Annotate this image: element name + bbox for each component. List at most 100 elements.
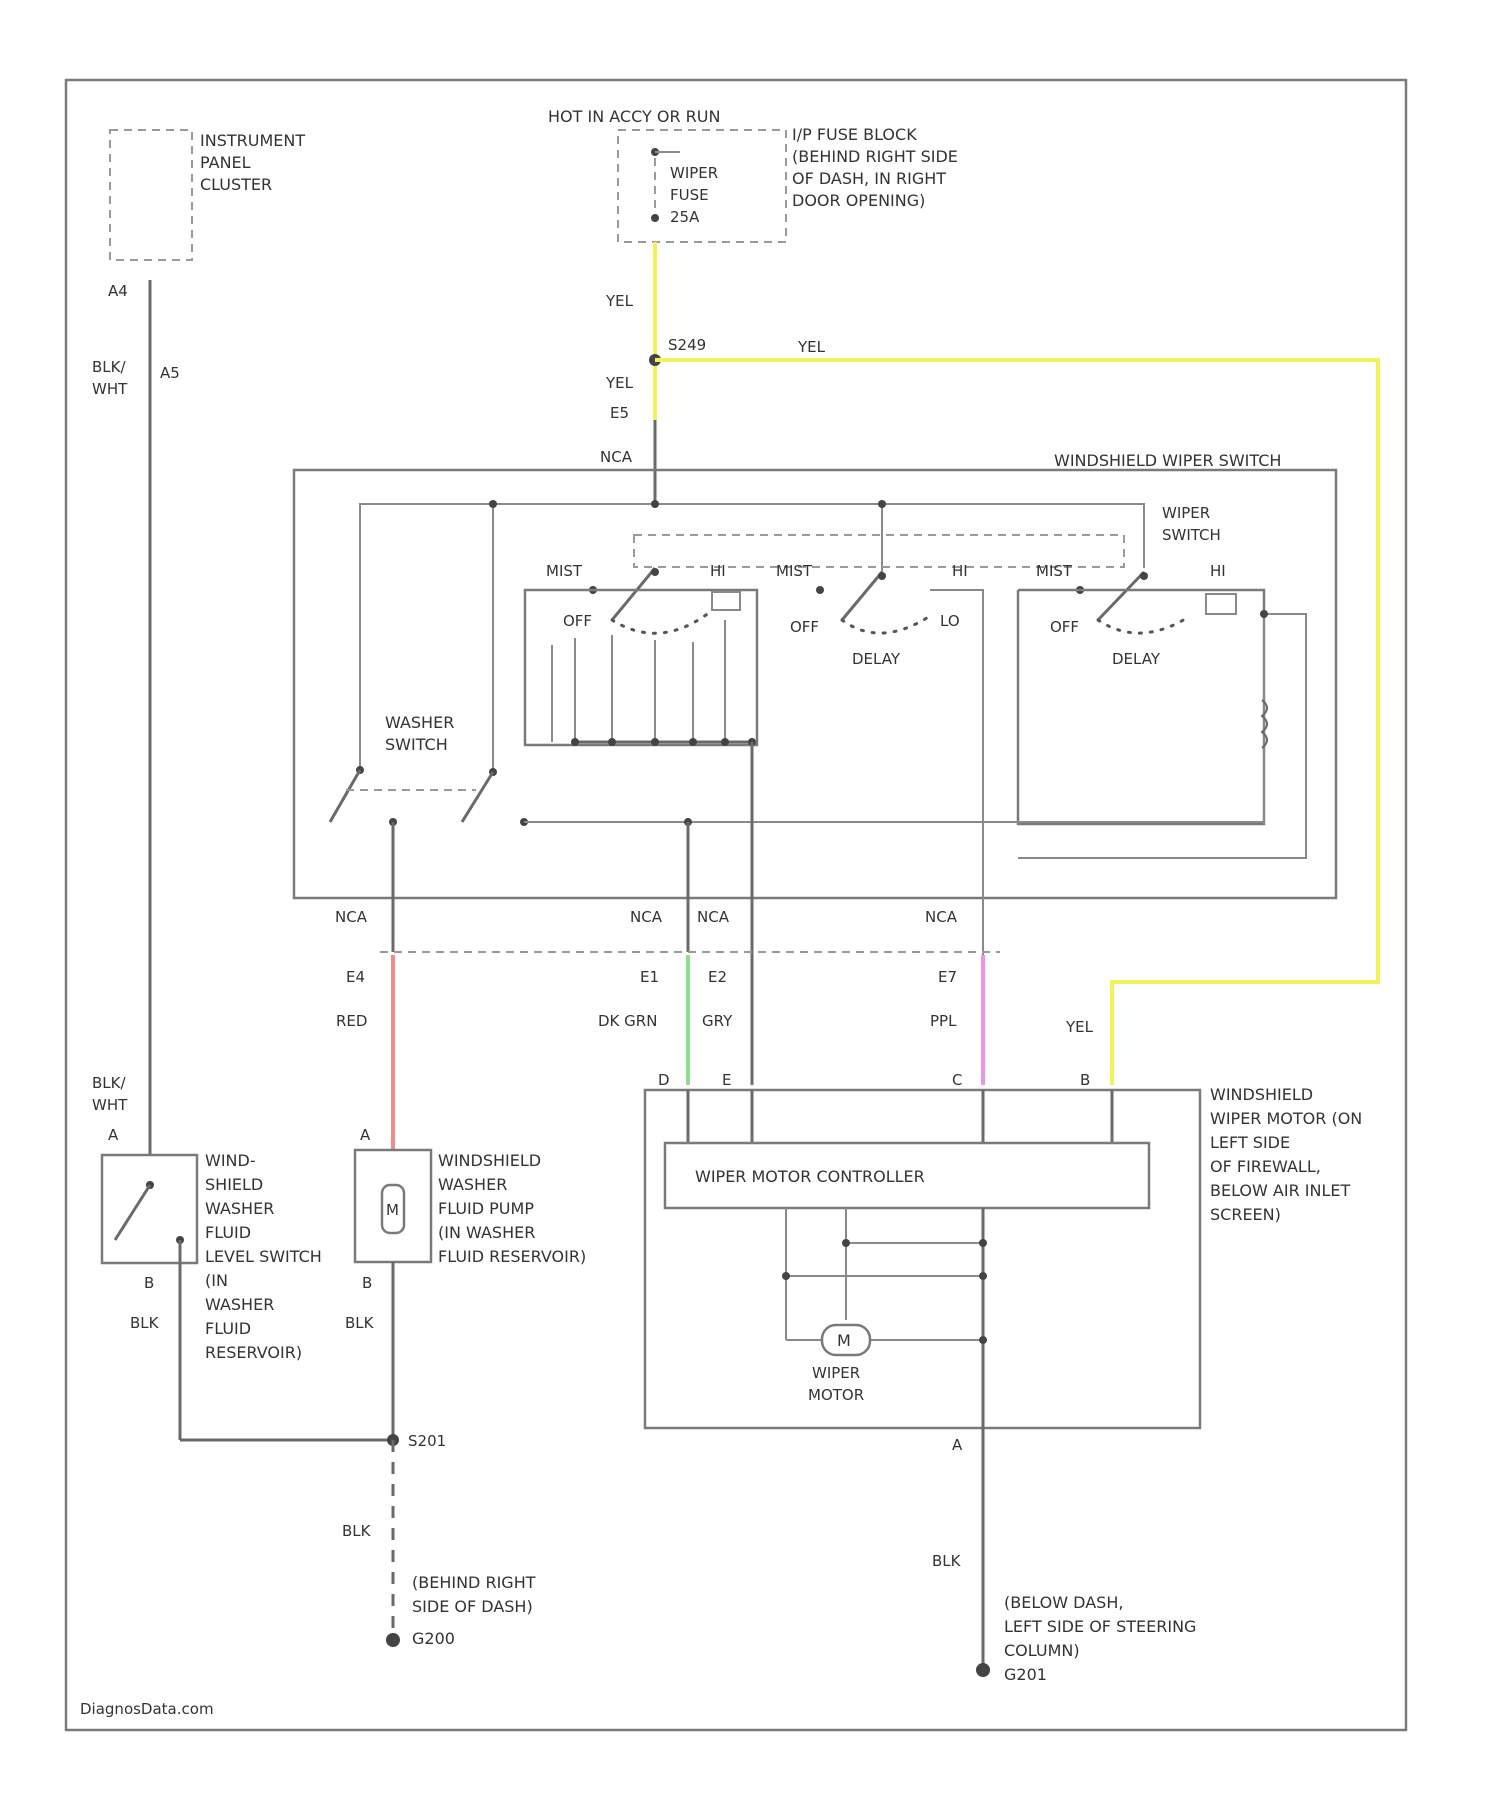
nca-label-3: NCA xyxy=(697,908,730,926)
cluster-label-3: CLUSTER xyxy=(200,175,272,194)
level-label-2: SHIELD xyxy=(205,1175,263,1194)
motor-pin-c: C xyxy=(952,1071,962,1089)
ground1-loc-2: SIDE OF DASH) xyxy=(412,1597,533,1616)
sw1-hi: HI xyxy=(710,562,726,580)
switch-bus xyxy=(360,504,1144,770)
splice-s249-label: S249 xyxy=(668,336,706,354)
fuse-label-2: FUSE xyxy=(670,186,709,204)
washer-blade-1 xyxy=(330,770,360,822)
cluster-pin: A4 xyxy=(108,282,128,300)
level-label-5: LEVEL SWITCH xyxy=(205,1247,322,1266)
sw3-mist: MIST xyxy=(1036,562,1073,580)
ground1-symbol xyxy=(386,1633,400,1647)
sw1-contacts xyxy=(612,612,710,633)
motor-pin-b: B xyxy=(1080,1071,1090,1089)
fuse-label-3: 25A xyxy=(670,208,700,226)
sw1-mist: MIST xyxy=(546,562,583,580)
cluster-wire-pin: A5 xyxy=(160,364,180,382)
pump-label-1: WINDSHIELD xyxy=(438,1151,541,1170)
sw1-resistor-box xyxy=(525,590,757,745)
ground2-loc-2: LEFT SIDE OF STEERING xyxy=(1004,1617,1196,1636)
ground2-symbol xyxy=(976,1663,990,1677)
res-node-2 xyxy=(608,738,616,746)
level-wire-2: WHT xyxy=(92,1096,128,1114)
diagram-frame xyxy=(66,80,1406,1730)
yel-label-3: YEL xyxy=(605,374,634,392)
ground2-label: G201 xyxy=(1004,1665,1047,1684)
e5-label: E5 xyxy=(610,404,629,422)
sw3-contacts xyxy=(1098,616,1190,633)
sw2-mist: MIST xyxy=(776,562,813,580)
sw1-pivot xyxy=(651,568,659,576)
motor-pin-e: E xyxy=(722,1071,731,1089)
pin-e4: E4 xyxy=(346,968,365,986)
pump-label-2: WASHER xyxy=(438,1175,507,1194)
yel-label-1: YEL xyxy=(605,292,634,310)
sw3-blade xyxy=(1098,572,1144,620)
motor-label-1: WIPER xyxy=(812,1364,860,1382)
washer-switch-label-2: SWITCH xyxy=(385,735,448,754)
pump-pin-b: B xyxy=(362,1274,372,1292)
cluster-wire-color-2: WHT xyxy=(92,380,128,398)
res-node-3 xyxy=(651,738,659,746)
level-blade xyxy=(115,1185,150,1240)
fuse-block-label-2: (BEHIND RIGHT SIDE xyxy=(792,147,958,166)
sw3-delay: DELAY xyxy=(1112,650,1161,668)
washer-switch-label-1: WASHER xyxy=(385,713,454,732)
level-switch-box xyxy=(102,1155,197,1263)
level-wire-1: BLK/ xyxy=(92,1074,126,1092)
level-label-6: (IN xyxy=(205,1271,228,1290)
bus-node-3 xyxy=(878,500,886,508)
cluster-label-1: INSTRUMENT xyxy=(200,131,305,150)
motor-block-label-6: SCREEN) xyxy=(1210,1205,1281,1224)
sw3-lo-contact xyxy=(1206,594,1236,614)
nca-label-2: NCA xyxy=(630,908,663,926)
cluster-label-2: PANEL xyxy=(200,153,251,172)
sw3-hi: HI xyxy=(1210,562,1226,580)
pump-pin-a: A xyxy=(360,1126,371,1144)
pin-e7: E7 xyxy=(938,968,957,986)
ground2-loc-1: (BELOW DASH, xyxy=(1004,1593,1123,1612)
motor-block-box xyxy=(645,1090,1200,1428)
res-node-5 xyxy=(721,738,729,746)
controller-label: WIPER MOTOR CONTROLLER xyxy=(695,1167,925,1186)
bus-node-2 xyxy=(651,500,659,508)
switch-title: WINDSHIELD WIPER SWITCH xyxy=(1054,451,1281,470)
cluster-box xyxy=(110,130,192,260)
sw2-delay: DELAY xyxy=(852,650,901,668)
sw2-contacts xyxy=(842,616,930,633)
res-node-1 xyxy=(571,738,579,746)
nca-label-top: NCA xyxy=(600,448,633,466)
sw2-lo: LO xyxy=(940,612,960,630)
pump-label-5: FLUID RESERVOIR) xyxy=(438,1247,586,1266)
ground2-pin: A xyxy=(952,1436,963,1454)
pin-e1: E1 xyxy=(640,968,659,986)
wire-gry-label: GRY xyxy=(702,1012,733,1030)
ground1-loc-1: (BEHIND RIGHT xyxy=(412,1573,536,1592)
motor-block-label-4: OF FIREWALL, xyxy=(1210,1157,1321,1176)
level-label-3: WASHER xyxy=(205,1199,274,1218)
motor-block-label-1: WINDSHIELD xyxy=(1210,1085,1313,1104)
wire-green-label: DK GRN xyxy=(598,1012,657,1030)
pump-label-4: (IN WASHER xyxy=(438,1223,535,1242)
yel-label-4: YEL xyxy=(1065,1018,1094,1036)
cluster-wire-color-1: BLK/ xyxy=(92,358,126,376)
sw3-pivot xyxy=(1140,572,1148,580)
pump-blk: BLK xyxy=(345,1314,375,1332)
washer-blade-2 xyxy=(462,772,493,822)
wire-red-label: RED xyxy=(336,1012,367,1030)
wiper-switch-label-2: SWITCH xyxy=(1162,526,1221,544)
sw2-off: OFF xyxy=(790,618,819,636)
sw1-off: OFF xyxy=(563,612,592,630)
nca-label-4: NCA xyxy=(925,908,958,926)
sw1-blade xyxy=(612,568,655,620)
motor-symbol-letter: M xyxy=(837,1331,851,1350)
pump-letter: M xyxy=(386,1201,399,1219)
motor-block-label-2: WIPER MOTOR (ON xyxy=(1210,1109,1362,1128)
level-pin-a: A xyxy=(108,1126,119,1144)
level-label-8: FLUID xyxy=(205,1319,251,1338)
level-label-9: RESERVOIR) xyxy=(205,1343,302,1362)
pump-label-3: FLUID PUMP xyxy=(438,1199,534,1218)
watermark: DiagnosData.com xyxy=(80,1700,214,1718)
fuse-block-label-3: OF DASH, IN RIGHT xyxy=(792,169,946,188)
